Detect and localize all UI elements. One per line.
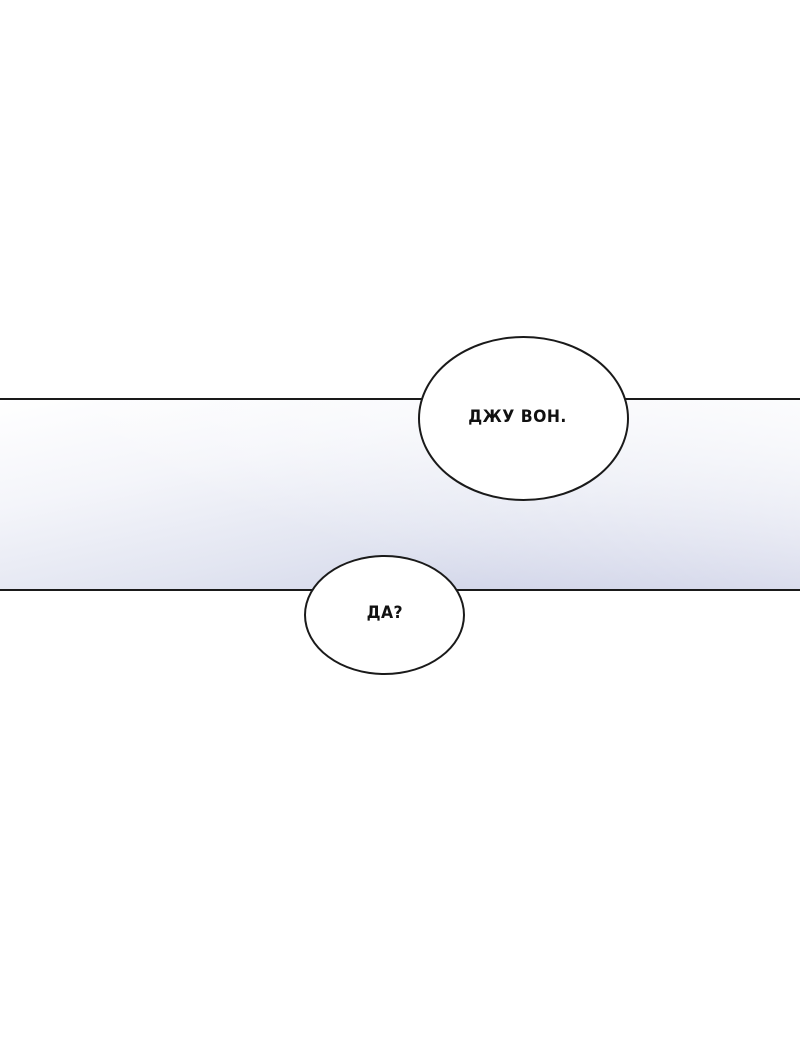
speech-bubble-second: ДА? [304,555,465,675]
speech-bubble-first: ДЖУ ВОН. [418,336,629,501]
speech-bubble-text: ДЖУ ВОН. [468,406,567,427]
speech-bubble-text: ДА? [366,603,403,623]
